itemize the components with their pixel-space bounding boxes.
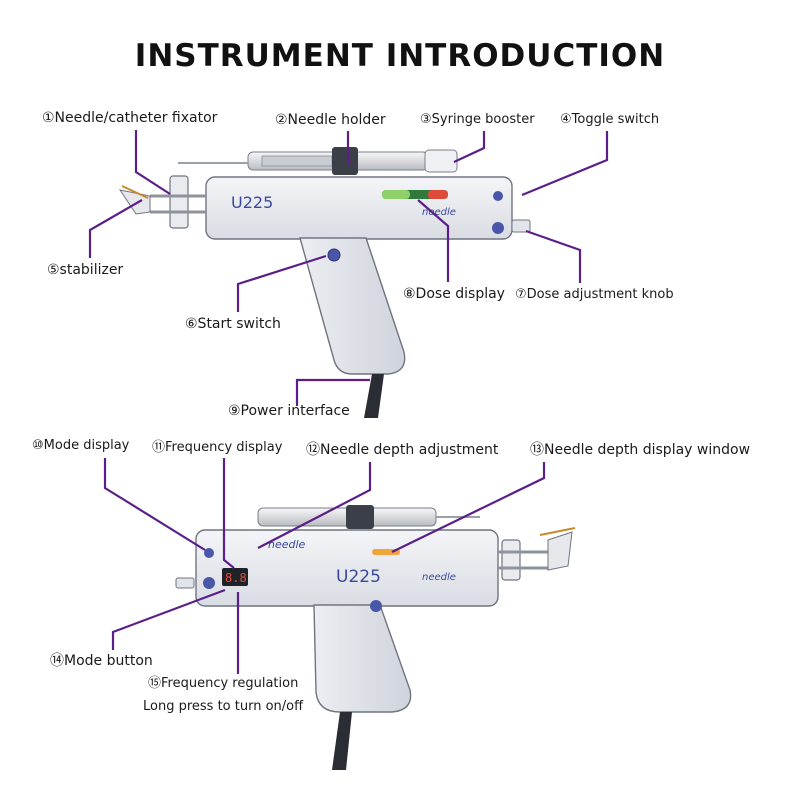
- label-syringe-booster: ③Syringe booster: [420, 112, 535, 127]
- label-needle-depth-adjustment: ⑫Needle depth adjustment: [306, 442, 499, 458]
- bottom-brand-text: needle: [422, 572, 456, 583]
- svg-text:8.8: 8.8: [225, 571, 247, 585]
- leader-syringe-booster: [453, 131, 486, 163]
- leader-needle-catheter-fixator: [134, 130, 171, 195]
- leader-needle-depth-display-window: [391, 462, 546, 553]
- label-long-press-note: Long press to turn on/off: [143, 699, 304, 714]
- label-frequency-regulation: ⑮Frequency regulation: [148, 676, 299, 691]
- top-brand-text: needle: [422, 207, 456, 218]
- leader-toggle-switch: [521, 131, 609, 197]
- label-needle-depth-display-window: ⑬Needle depth display window: [530, 442, 751, 458]
- top-model-text: U225: [231, 193, 273, 212]
- label-start-switch: ⑥Start switch: [185, 316, 281, 332]
- leader-start-switch: [236, 254, 327, 312]
- bottom-brand-text-small: needle: [268, 538, 306, 551]
- label-dose-adjustment-knob: ⑦Dose adjustment knob: [515, 287, 674, 302]
- leader-lines: [88, 130, 609, 674]
- label-dose-display: ⑧Dose display: [403, 286, 505, 302]
- leader-mode-display: [103, 458, 206, 551]
- label-stabilizer: ⑤stabilizer: [47, 262, 124, 278]
- leader-dose-adjustment-knob: [525, 229, 582, 283]
- leader-stabilizer: [88, 199, 143, 258]
- label-power-interface: ⑨Power interface: [228, 403, 350, 419]
- label-frequency-display: ⑪Frequency display: [152, 440, 283, 455]
- leader-power-interface: [295, 378, 370, 406]
- label-needle-catheter-fixator: ①Needle/catheter fixator: [42, 110, 218, 126]
- label-needle-holder: ②Needle holder: [275, 112, 386, 128]
- bottom-model-text: U225: [336, 567, 381, 587]
- top-device: U225 needle: [118, 147, 531, 418]
- leader-dose-display: [417, 199, 450, 282]
- leader-mode-button: [111, 588, 226, 650]
- label-mode-display: ⑩Mode display: [32, 438, 130, 453]
- leader-needle-depth-adjustment: [257, 462, 372, 549]
- bottom-device: 8.8 needle U225 needle: [175, 505, 576, 770]
- leader-frequency-display: [222, 458, 235, 569]
- label-mode-button: ⑭Mode button: [50, 653, 153, 669]
- label-toggle-switch: ④Toggle switch: [560, 112, 660, 127]
- page-title: INSTRUMENT INTRODUCTION: [134, 38, 666, 74]
